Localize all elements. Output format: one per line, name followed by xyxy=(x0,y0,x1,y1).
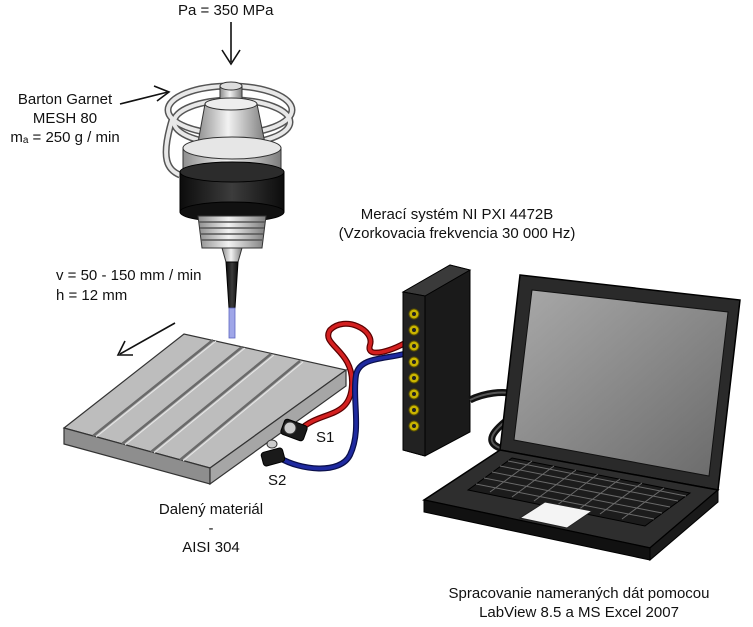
daq-module xyxy=(401,264,472,457)
sampling-frequency: (Vzorkovacia frekvencia 30 000 Hz) xyxy=(338,225,576,242)
sensor-s1 xyxy=(280,418,308,442)
pressure-arrow xyxy=(221,22,241,66)
material-name: Dalený materiál xyxy=(158,501,264,518)
pressure-label: Pa = 350 MPa xyxy=(178,2,274,19)
thickness-label: h = 12 mm xyxy=(56,287,128,304)
material-label: Dalený materiál - AISI 304 xyxy=(146,500,276,557)
material-dash: - xyxy=(208,520,214,537)
abrasive-rate-subscript: a xyxy=(22,135,29,146)
material-grade: AISI 304 xyxy=(182,539,240,556)
sensor-s1-label: S1 xyxy=(316,429,335,446)
abrasive-type: Barton Garnet xyxy=(17,91,113,108)
abrasive-flow-rate: ma = 250 g / min xyxy=(4,128,126,150)
cable-blue xyxy=(277,349,413,472)
processing-label: Spracovanie nameraných dát pomocou LabVi… xyxy=(420,584,738,622)
abrasive-rate-value: = 250 g / min xyxy=(28,129,120,146)
processing-line1: Spracovanie nameraných dát pomocou xyxy=(448,585,710,602)
laptop xyxy=(422,274,741,562)
feed-direction-arrow xyxy=(116,322,176,356)
measurement-system-name: Merací systém NI PXI 4472B xyxy=(360,206,554,223)
traverse-speed-label: v = 50 - 150 mm / min xyxy=(56,267,202,284)
abrasive-label: Barton Garnet MESH 80 ma = 250 g / min xyxy=(4,90,126,150)
cable-red xyxy=(297,320,413,433)
workpiece-plate xyxy=(62,333,348,486)
abrasive-rate-symbol: m xyxy=(10,129,23,146)
abrasive-arrow xyxy=(119,85,171,105)
processing-line2: LabView 8.5 a MS Excel 2007 xyxy=(479,604,679,621)
abrasive-mesh: MESH 80 xyxy=(32,110,98,127)
sensor-s2 xyxy=(260,439,286,467)
cutting-head xyxy=(162,81,296,339)
measurement-system-label: Merací systém NI PXI 4472B (Vzorkovacia … xyxy=(318,205,596,243)
sensor-s2-label: S2 xyxy=(268,472,287,489)
